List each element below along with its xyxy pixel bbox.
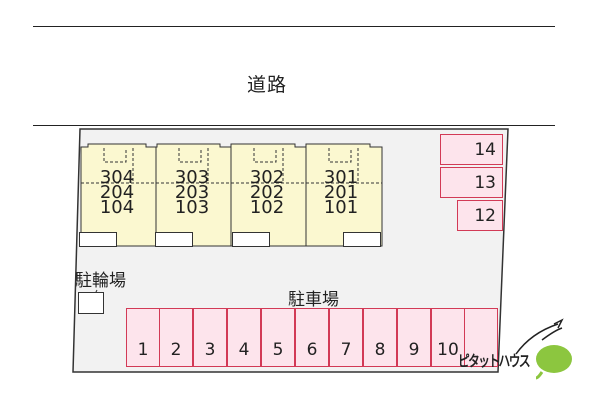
unit-number: 203 [174,182,210,203]
unit-number: 103 [174,197,210,218]
unit-number: 304 [99,167,135,188]
north-arrow-icon [515,318,564,355]
parking-stall: 7 [329,308,363,367]
parking-label: 駐車場 [288,290,339,310]
unit-number: 101 [323,197,359,218]
road-top-line [33,26,555,27]
parking-stall: 3 [193,308,227,367]
unit-number: 201 [323,182,359,203]
parking-stall: 10 [431,308,465,367]
parking-stall: 13 [440,167,503,198]
entrance-box [155,232,193,247]
unit-column-2: 303 203 103 [162,167,222,218]
bicycle-parking-label: 駐輪場 [75,271,126,291]
unit-number: 302 [249,167,285,188]
parking-stall: 2 [159,308,193,367]
entrance-box [343,232,381,247]
parking-stall: 5 [261,308,295,367]
parking-stall: 14 [440,134,503,165]
unit-column-4: 301 201 101 [311,167,371,218]
parking-stall: 6 [295,308,329,367]
logo-text: ピタットハウス [458,352,531,370]
entrance-box [232,232,270,247]
parking-stall: 8 [363,308,397,367]
road-label: 道路 [247,74,288,96]
unit-number: 102 [249,197,285,218]
unit-number: 204 [99,182,135,203]
unit-number: 104 [99,197,135,218]
parking-stall: 1 [126,308,160,367]
parking-stall: 9 [397,308,431,367]
unit-number: 303 [174,167,210,188]
bicycle-parking-box [78,292,104,314]
unit-column-3: 302 202 102 [237,167,297,218]
logo-leaf-icon [535,345,572,380]
parking-stall [464,308,498,367]
unit-number: 301 [323,167,359,188]
parking-stall: 12 [457,200,503,231]
logo: ピタットハウス [458,340,576,382]
entrance-box [79,232,117,247]
road-bottom-line [33,125,555,126]
parking-stall: 4 [227,308,261,367]
unit-column-1: 304 204 104 [87,167,147,218]
unit-number: 202 [249,182,285,203]
